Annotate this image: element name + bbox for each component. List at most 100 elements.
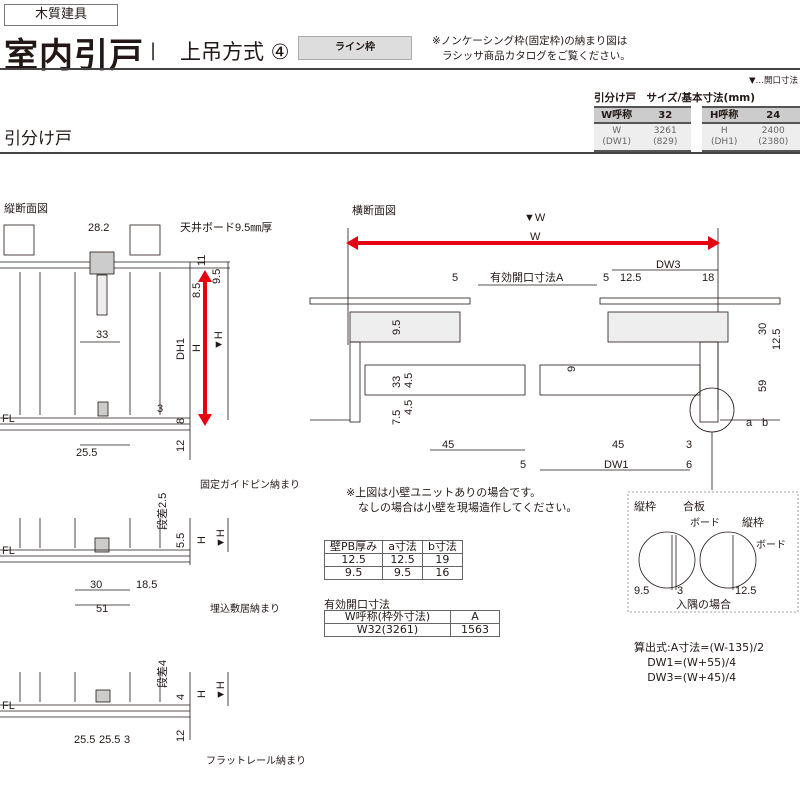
cell: 9.5 bbox=[382, 566, 423, 580]
h-dimension-arrow bbox=[198, 270, 212, 426]
opening-table: W呼称(枠外寸法)A W32(3261)1563 bbox=[324, 610, 500, 637]
dimension: 28.2 bbox=[88, 222, 109, 234]
note-line: ※ノンケーシング枠(固定枠)の納まり図は bbox=[432, 35, 628, 47]
opening-title: 有効開口寸法 bbox=[324, 598, 390, 611]
corner-detail-drawing bbox=[627, 491, 799, 613]
dimension: H bbox=[196, 536, 208, 544]
formula: DW3=(W+45)/4 bbox=[647, 671, 737, 684]
dimension: 3 bbox=[157, 403, 163, 415]
dimension: 25.5 bbox=[74, 734, 95, 746]
dimension: 45 bbox=[612, 439, 624, 451]
dimension: 9.5 bbox=[391, 320, 403, 335]
horizontal-section-drawing bbox=[309, 228, 781, 490]
dimension: 33 bbox=[391, 376, 403, 388]
cell: b寸法 bbox=[421, 540, 463, 554]
dimension: 12.5 bbox=[771, 329, 783, 350]
cell: W呼称 bbox=[594, 106, 640, 124]
dimension: 12 bbox=[175, 730, 187, 742]
cell: 16 bbox=[421, 566, 463, 580]
dimension: 12 bbox=[175, 440, 187, 452]
dimension: DH1 bbox=[175, 338, 187, 360]
dimension: 12.5 bbox=[735, 585, 756, 597]
header-note: ※ノンケーシング枠(固定枠)の納まり図はラシッサ商品カタログをご覧ください。 bbox=[432, 34, 631, 64]
method-subtitle: 上吊方式 ④ bbox=[180, 40, 290, 64]
cell: W(DW1) bbox=[594, 122, 640, 152]
dimension: 25.5 bbox=[99, 734, 120, 746]
cell: 1563 bbox=[450, 623, 500, 637]
cell: H(DH1) bbox=[701, 122, 747, 152]
cell: 3261(829) bbox=[639, 122, 692, 152]
dimension: 7.5 bbox=[391, 410, 403, 425]
label: 縦枠 bbox=[634, 499, 656, 513]
caption: フラットレール納まり bbox=[206, 754, 306, 767]
vertical-section-drawing bbox=[0, 224, 230, 460]
w-dimension-arrow bbox=[346, 236, 720, 250]
dimension: 4.5 bbox=[403, 373, 415, 388]
dimension: 18 bbox=[702, 272, 714, 284]
dimension: 5 bbox=[603, 272, 609, 284]
dimension: 9.5 bbox=[211, 269, 223, 284]
cell: 12.5 bbox=[382, 553, 423, 567]
dimension: DW3 bbox=[656, 259, 680, 271]
dimension: DW1 bbox=[604, 459, 628, 471]
dimension: 段差2.5 bbox=[155, 493, 169, 530]
cell: H呼称 bbox=[701, 106, 747, 124]
floor-label: FL bbox=[2, 700, 15, 712]
dimension: ▼H bbox=[215, 529, 227, 548]
dimension: 有効開口寸法A bbox=[490, 270, 564, 284]
dimension: H bbox=[196, 690, 208, 698]
dimension: 5 bbox=[520, 459, 526, 471]
cell: 2400(2380) bbox=[746, 122, 800, 152]
dimension: 4 bbox=[175, 694, 187, 700]
dimension: ▼H bbox=[215, 681, 227, 700]
door-type: 引分け戸 bbox=[4, 129, 72, 149]
dimension: 30 bbox=[757, 323, 769, 335]
divider bbox=[0, 68, 800, 70]
dimension: a bbox=[746, 417, 753, 429]
caption: 入隅の場合 bbox=[676, 597, 731, 611]
sill-detail-drawing bbox=[0, 518, 229, 606]
dimension: 25.5 bbox=[76, 447, 97, 459]
dimension: 11 bbox=[196, 255, 208, 266]
flat-rail-drawing bbox=[0, 672, 229, 740]
cell: W呼称(枠外寸法) bbox=[324, 610, 451, 624]
dimension: 4.5 bbox=[403, 400, 415, 415]
legend: ▼…開口寸法 bbox=[748, 76, 798, 86]
dimension: 51 bbox=[96, 603, 108, 615]
note-line: なしの場合は小壁を現場造作してください。 bbox=[358, 501, 578, 514]
note-line: ラシッサ商品カタログをご覧ください。 bbox=[442, 50, 631, 62]
dimension: 18.5 bbox=[136, 579, 157, 591]
drawing-note: ※上図は小壁ユニットありの場合です。なしの場合は小壁を現場造作してください。 bbox=[346, 485, 577, 515]
cell: 32 bbox=[639, 106, 692, 124]
label: 合板 bbox=[683, 499, 705, 513]
label: ボード bbox=[756, 539, 786, 551]
frame-tag: ライン枠 bbox=[298, 36, 412, 60]
dimension: ▼H bbox=[213, 331, 225, 350]
dimension: W bbox=[530, 231, 541, 243]
label: 縦枠 bbox=[742, 515, 764, 529]
title-separator: | bbox=[150, 40, 157, 61]
cell: A bbox=[450, 610, 500, 624]
cell: 12.5 bbox=[323, 553, 384, 567]
dimension: 33 bbox=[96, 329, 108, 341]
dimension: b bbox=[762, 417, 768, 429]
note-line: ※上図は小壁ユニットありの場合です。 bbox=[346, 486, 542, 499]
dimension: 3 bbox=[677, 585, 683, 597]
dimension: 12.5 bbox=[620, 272, 641, 284]
caption: 固定ガイドピン納まり bbox=[200, 478, 300, 491]
dimension: 5 bbox=[452, 272, 458, 284]
dimension: H bbox=[191, 344, 203, 352]
formula: 算出式:A寸法=(W-135)/2 bbox=[634, 641, 765, 654]
cell: 壁PB厚み bbox=[323, 540, 384, 554]
category-label: 木質建具 bbox=[4, 4, 118, 26]
floor-label: FL bbox=[2, 413, 15, 425]
label: ボード bbox=[690, 517, 720, 529]
dimension: 段差4 bbox=[155, 660, 169, 688]
section-title: 横断面図 bbox=[352, 203, 396, 217]
dimension: 3 bbox=[124, 734, 130, 746]
dimension: 5.5 bbox=[175, 533, 187, 548]
dimension: 45 bbox=[442, 439, 454, 451]
